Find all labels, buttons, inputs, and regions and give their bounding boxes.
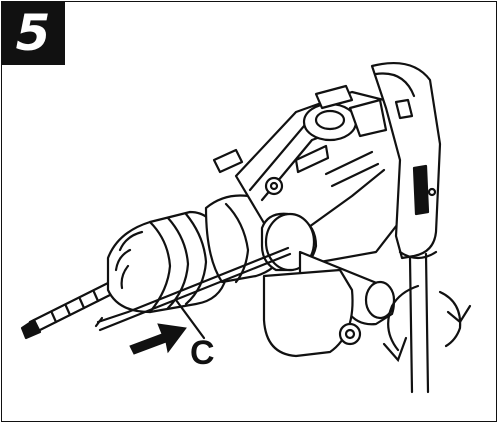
depth-gauge-rod bbox=[94, 246, 292, 332]
callout-label-c: C bbox=[190, 334, 215, 372]
power-cable bbox=[398, 250, 438, 394]
step-number: 5 bbox=[15, 4, 51, 62]
callout-leader bbox=[174, 298, 206, 340]
mode-selector-knob bbox=[302, 84, 388, 142]
side-handle bbox=[260, 212, 396, 358]
chuck bbox=[106, 210, 228, 314]
rotate-arrow-icon bbox=[382, 284, 472, 363]
insert-arrow-icon bbox=[129, 323, 187, 355]
step-badge: 5 bbox=[1, 1, 65, 65]
